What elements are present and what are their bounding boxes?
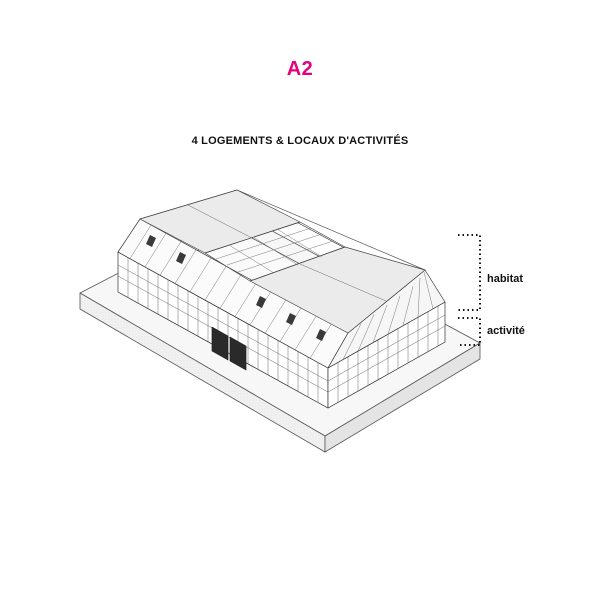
- building: [117, 189, 446, 409]
- legend-label-upper: habitat: [487, 273, 524, 285]
- roof-frame-center: [204, 221, 346, 282]
- mansard-front-rafters: [129, 224, 332, 359]
- legend-brackets: [458, 234, 481, 346]
- entrance-door: [211, 326, 229, 361]
- bracket-lower: [458, 317, 481, 346]
- slab-right-face: [324, 342, 481, 453]
- dormer-windows: [146, 235, 326, 341]
- project-code: A2: [286, 58, 314, 80]
- side-facade-mullions: [327, 306, 446, 403]
- mansard-side-rafters: [342, 271, 434, 360]
- bracket-upper: [458, 234, 481, 311]
- roof-frame-grid: [215, 227, 334, 274]
- entrance-door: [229, 336, 247, 371]
- drawing-subtitle: 4 LOGEMENTS & LOCAUX D'ACTIVITÉS: [191, 135, 409, 147]
- legend-label-lower: activité: [487, 325, 525, 337]
